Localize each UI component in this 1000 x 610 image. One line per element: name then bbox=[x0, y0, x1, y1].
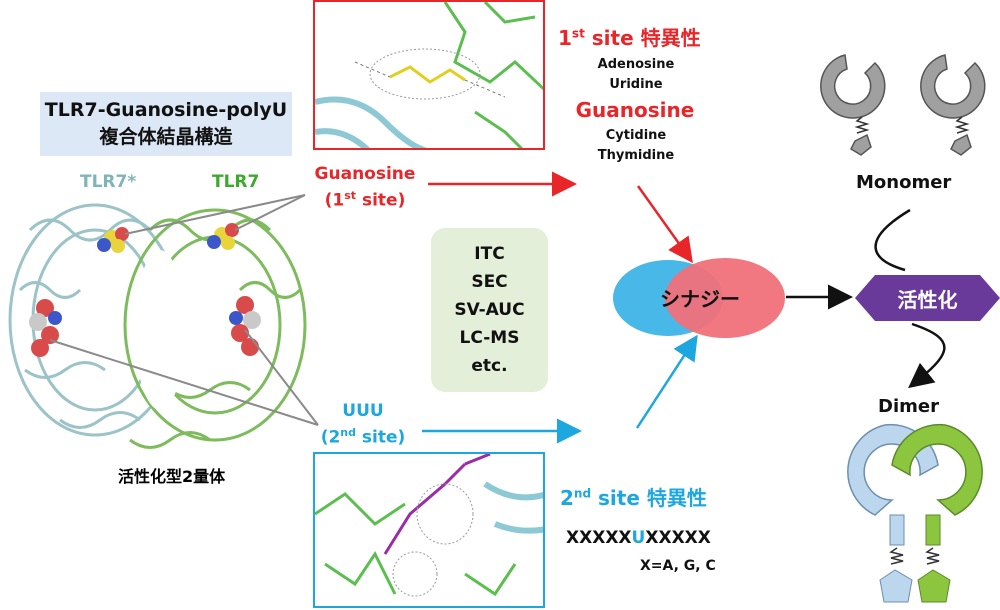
complex-title-line1: TLR7-Guanosine-polyU bbox=[44, 99, 288, 121]
sequence-note: X=A, G, C bbox=[640, 558, 716, 574]
synergy-venn bbox=[613, 258, 785, 338]
dimer-green-tir bbox=[917, 569, 951, 603]
site1-list2: Cytidine Thymidine bbox=[576, 126, 696, 166]
synergy-red-ellipse bbox=[665, 258, 785, 338]
dimer-green-ectodomain bbox=[891, 423, 983, 516]
uuu-spheres-left bbox=[29, 299, 62, 357]
monomer-to-activation-curve bbox=[874, 208, 911, 272]
sequence: XXXXXUXXXXX bbox=[566, 528, 711, 548]
site2-to-synergy-arrow bbox=[635, 334, 698, 429]
site2-structure-panel bbox=[313, 452, 545, 608]
uuu-label: UUU (2nd site) bbox=[318, 400, 408, 449]
dimer-blue-tir bbox=[879, 569, 913, 603]
monomer-right-ectodomain bbox=[920, 54, 986, 119]
uuu-name: UUU bbox=[342, 401, 384, 421]
site1-item: Thymidine bbox=[597, 148, 675, 163]
guanosine-site: (1st site) bbox=[324, 189, 406, 211]
guanosine-label: Guanosine (1st site) bbox=[305, 163, 425, 212]
uuu-site: (2nd site) bbox=[320, 426, 406, 448]
site1-structure-panel bbox=[313, 0, 545, 150]
tlr7-star-label: TLR7* bbox=[80, 172, 137, 192]
site1-item: Uridine bbox=[609, 77, 663, 92]
complex-title-box: TLR7-Guanosine-polyU 複合体結晶構造 bbox=[40, 92, 292, 156]
monomer-left-ectodomain bbox=[820, 54, 886, 119]
monomer-left-tir bbox=[850, 133, 872, 156]
dimer-illustration bbox=[847, 423, 983, 603]
guanosine-spheres-right bbox=[207, 223, 239, 250]
methods-box: ITC SEC SV-AUC LC-MS etc. bbox=[431, 228, 548, 392]
monomer-label: Monomer bbox=[856, 172, 952, 193]
dimer-label: Dimer bbox=[878, 396, 939, 417]
complex-title-line2: 複合体結晶構造 bbox=[99, 126, 233, 148]
monomer-right-tir bbox=[950, 133, 972, 156]
method-item: SV-AUC bbox=[454, 300, 525, 320]
activation-badge-shape bbox=[855, 275, 1000, 321]
site1-density-image bbox=[315, 2, 543, 148]
activation-label: 活性化 bbox=[897, 288, 958, 312]
method-item: etc. bbox=[471, 356, 508, 376]
activation-hexagon bbox=[855, 275, 1000, 321]
method-item: ITC bbox=[474, 244, 505, 264]
site1-to-synergy-arrow bbox=[636, 185, 693, 264]
site1-item: Adenosine bbox=[597, 57, 675, 72]
site1-highlight: Guanosine bbox=[575, 98, 695, 122]
dimer-blue-stem bbox=[889, 514, 905, 546]
dimer-green-stem bbox=[925, 514, 941, 546]
method-item: LC-MS bbox=[459, 328, 520, 348]
site2-title: 2nd site 特異性 bbox=[560, 486, 707, 510]
activation-to-dimer-curve bbox=[908, 322, 946, 389]
site1-item: Cytidine bbox=[605, 128, 667, 143]
tlr7-dimer-structure bbox=[8, 194, 319, 449]
site2-density-image bbox=[315, 454, 543, 606]
site1-title: 1st site 特異性 bbox=[558, 26, 701, 50]
site-pointer-lines bbox=[49, 194, 319, 426]
tlr7-label: TLR7 bbox=[212, 172, 260, 192]
dimer-caption: 活性化型2量体 bbox=[118, 467, 226, 486]
synergy-label: シナジー bbox=[660, 287, 740, 311]
guanosine-name: Guanosine bbox=[314, 164, 416, 184]
site1-list: Adenosine Uridine bbox=[576, 55, 696, 95]
method-item: SEC bbox=[471, 272, 508, 292]
guanosine-spheres-left bbox=[97, 227, 129, 253]
monomer-illustration bbox=[820, 54, 986, 156]
